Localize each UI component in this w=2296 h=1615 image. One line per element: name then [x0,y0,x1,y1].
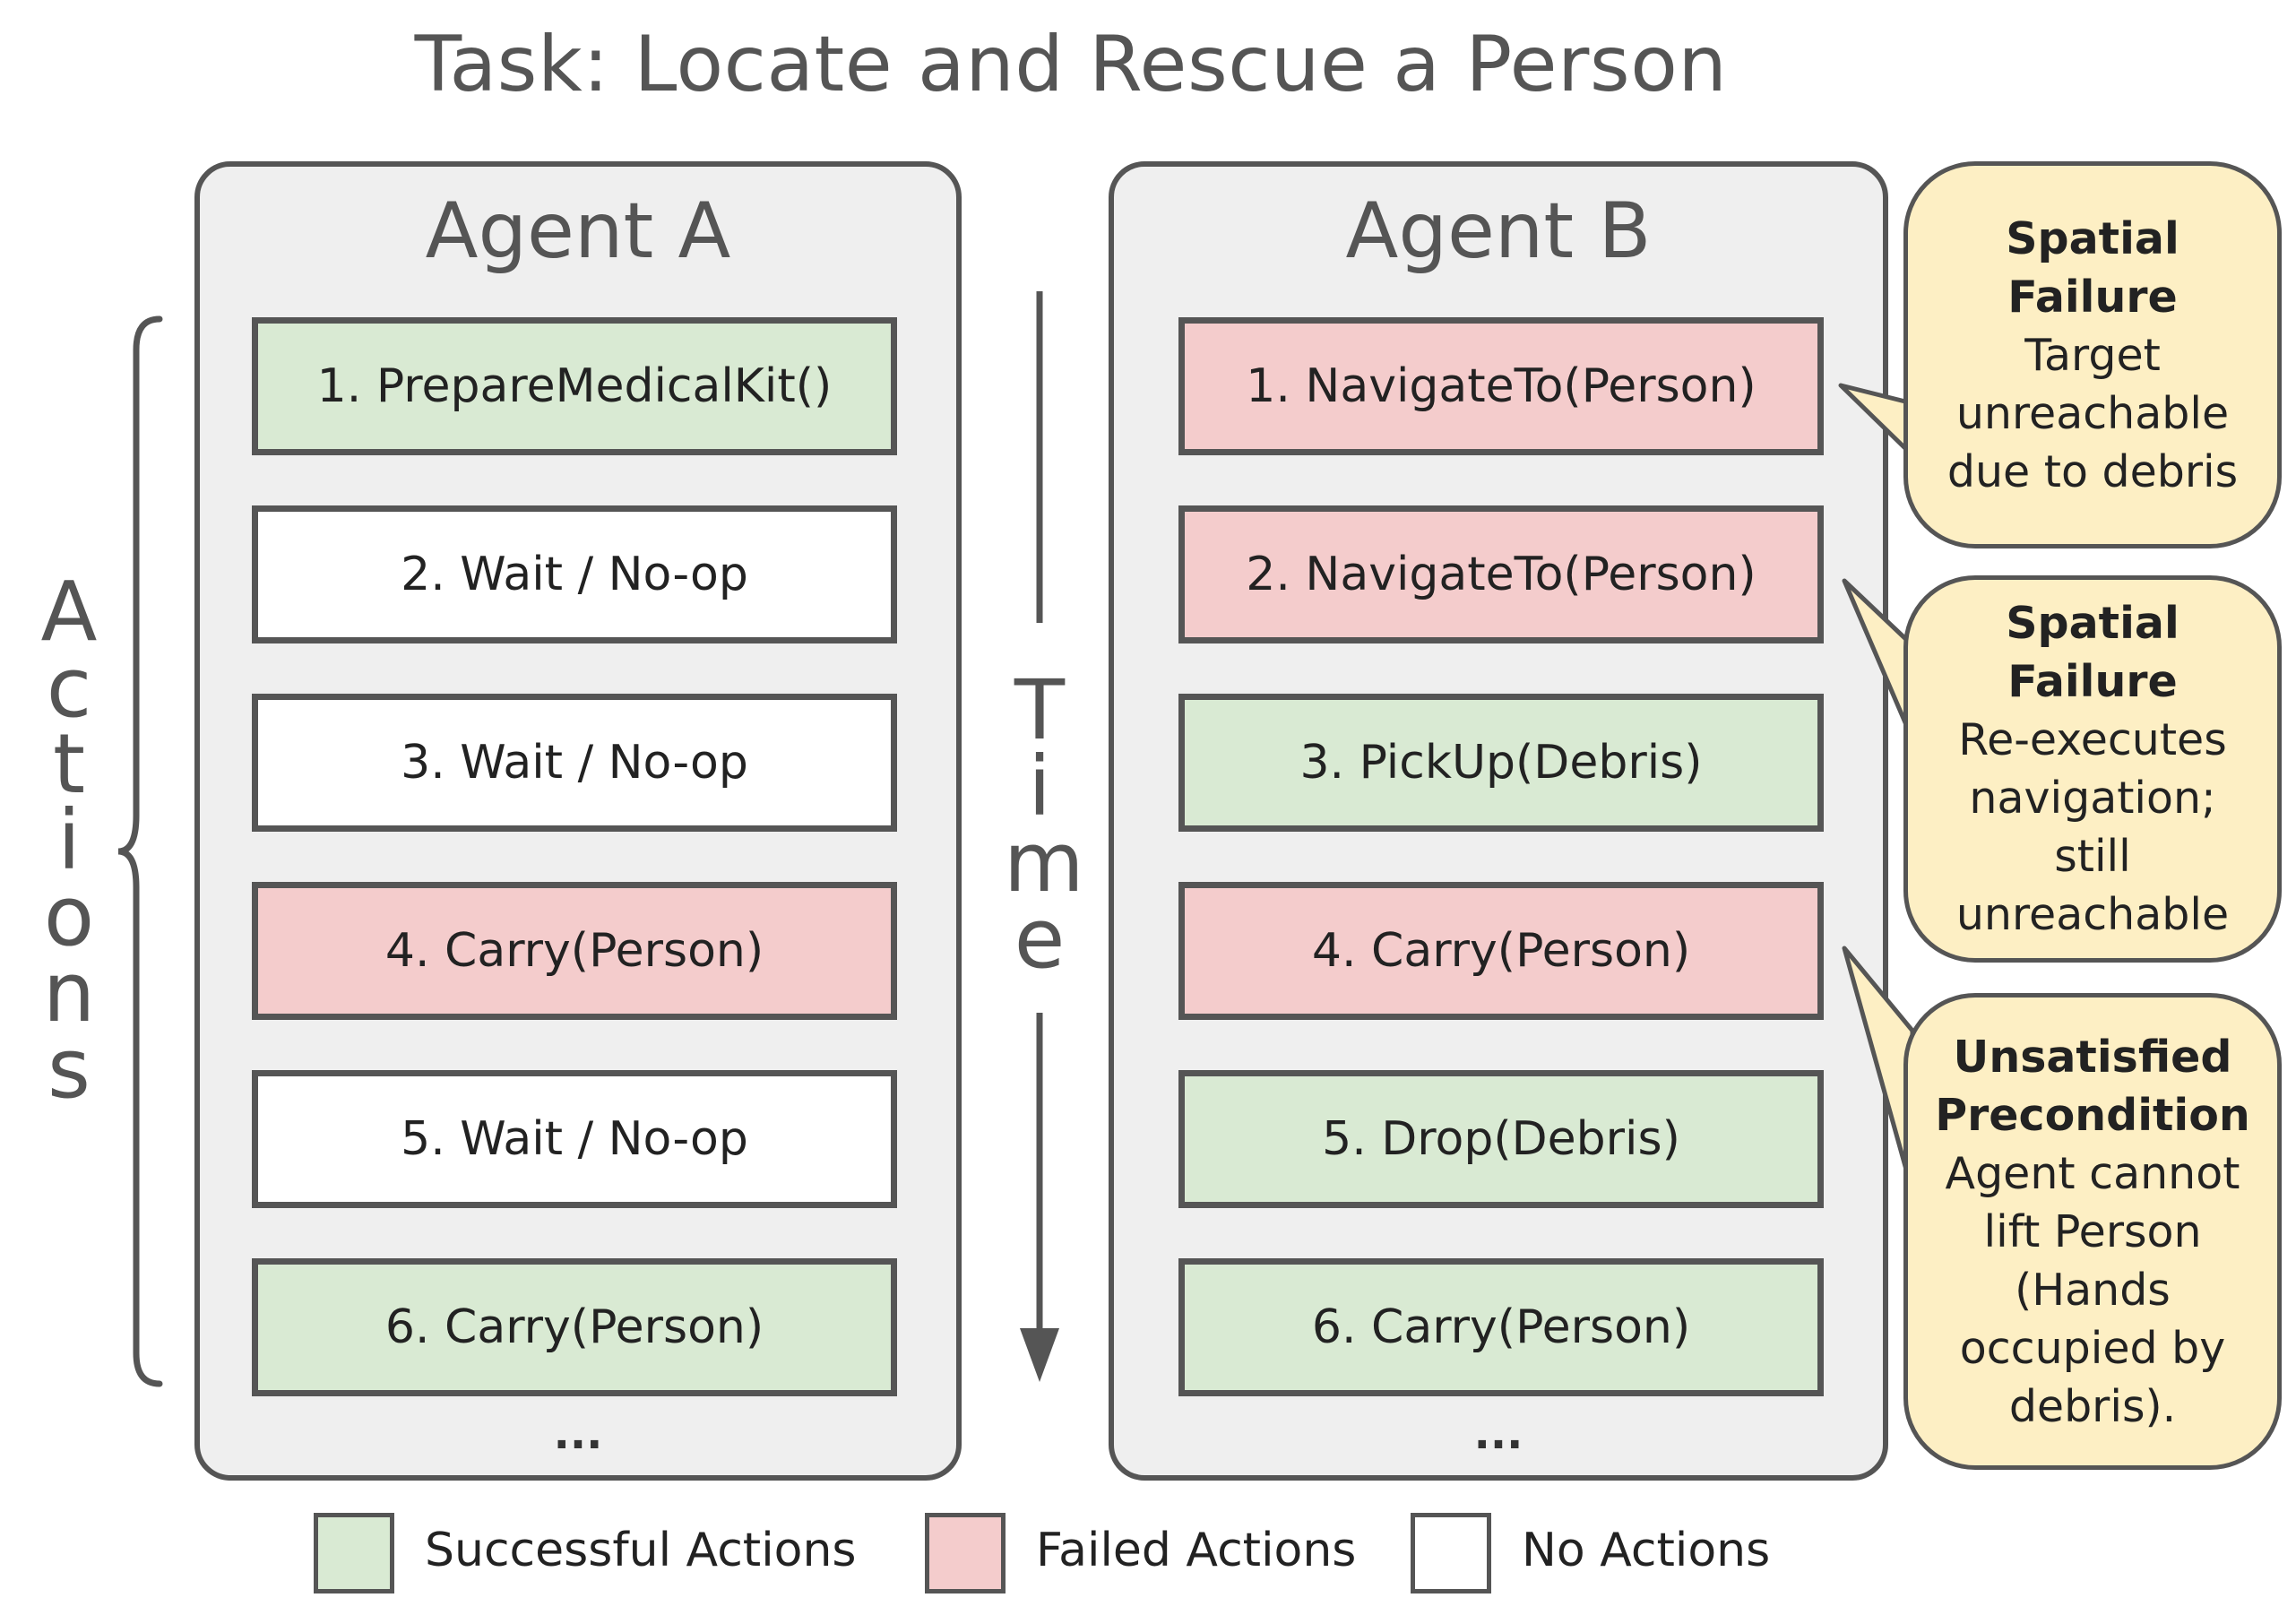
callout-1-title-2: Failure [2007,271,2178,323]
actions-axis-label-char: A [40,564,98,660]
agent-b-action-3: 3. PickUp(Debris) [1178,694,1824,832]
callout-2-body-3: still [2054,831,2131,882]
agent-b-action-4: 4. Carry(Person) [1178,882,1824,1020]
actions-axis-label-char: i [57,792,81,888]
callout-3-body-2: lift Person [1983,1205,2202,1257]
legend-swatch-success [314,1513,394,1593]
agent-b-action-2: 2. NavigateTo(Person) [1178,505,1824,643]
time-axis-label-char: m [1004,815,1084,911]
callout-spatial-failure-2: Spatial Failure Re-executes navigation; … [1903,575,2282,963]
agent-a-action-5: 5. Wait / No-op [252,1070,897,1208]
legend-swatch-none [1411,1513,1491,1593]
callout-1-pointer [1838,383,1915,458]
agent-a-action-1: 1. PrepareMedicalKit() [252,317,897,455]
callout-3-title-2: Precondition [1935,1089,2250,1141]
callout-3-body-4: occupied by [1959,1322,2226,1374]
agent-b-action-1: 1. NavigateTo(Person) [1178,317,1824,455]
agent-a-action-2: 2. Wait / No-op [252,505,897,643]
callout-1-body-2: unreachable [1955,387,2230,439]
callout-3-body-3: (Hands [2015,1264,2171,1316]
actions-axis-label-char: o [43,868,95,964]
callout-2-body-1: Re-executes [1958,714,2227,765]
agent-a-action-6: 6. Carry(Person) [252,1258,897,1396]
time-axis-label-char: e [1014,891,1066,987]
agent-a-action-3: 3. Wait / No-op [252,694,897,832]
callout-3-pointer [1842,946,1915,1195]
actions-axis-label-char: n [42,945,96,1041]
callout-3-body-1: Agent cannot [1945,1147,2240,1199]
callout-spatial-failure-1: Spatial Failure Target unreachable due t… [1903,161,2282,548]
agent-b-action-5: 5. Drop(Debris) [1178,1070,1824,1208]
actions-brace [117,315,163,1387]
callout-1-body-1: Target [2024,329,2161,381]
time-axis-label-char: i [1028,738,1051,834]
actions-axis-label-char: t [52,716,86,812]
legend-swatch-failure [925,1513,1006,1593]
agent-b-more: ... [1473,1409,1523,1459]
agent-a-panel: Agent A 1. PrepareMedicalKit() 2. Wait /… [194,161,962,1481]
agent-a-more: ... [553,1409,603,1459]
actions-axis-label-char: s [47,1021,91,1117]
callout-2-body-4: unreachable [1955,889,2230,940]
callout-1-title-1: Spatial [2006,212,2179,264]
agent-b-panel: Agent B 1. NavigateTo(Person) 2. Navigat… [1109,161,1888,1481]
agent-b-title: Agent B [1345,186,1652,276]
agent-b-action-6: 6. Carry(Person) [1178,1258,1824,1396]
callout-1-body-3: due to debris [1946,445,2239,497]
callout-unsatisfied-precondition: Unsatisfied Precondition Agent cannot li… [1903,993,2282,1470]
legend: Successful Actions Failed Actions No Act… [0,1513,2296,1602]
callout-3-title-1: Unsatisfied [1953,1031,2232,1083]
legend-label-failure: Failed Actions [1036,1524,1357,1577]
diagram-title: Task: Locate and Rescue a Person [414,20,1728,109]
legend-label-success: Successful Actions [425,1524,857,1577]
agent-a-title: Agent A [425,186,731,276]
legend-label-none: No Actions [1522,1524,1771,1577]
agent-a-action-4: 4. Carry(Person) [252,882,897,1020]
callout-2-body-2: navigation; [1969,773,2216,824]
callout-2-title-1: Spatial [2006,598,2179,649]
time-axis-label-char: T [1014,662,1066,758]
callout-2-title-2: Failure [2007,656,2178,707]
actions-axis-label-char: c [46,640,92,736]
time-arrow-head [1020,1328,1059,1382]
callout-3-body-5: debris). [2008,1380,2177,1432]
callout-2-pointer [1842,578,1915,742]
